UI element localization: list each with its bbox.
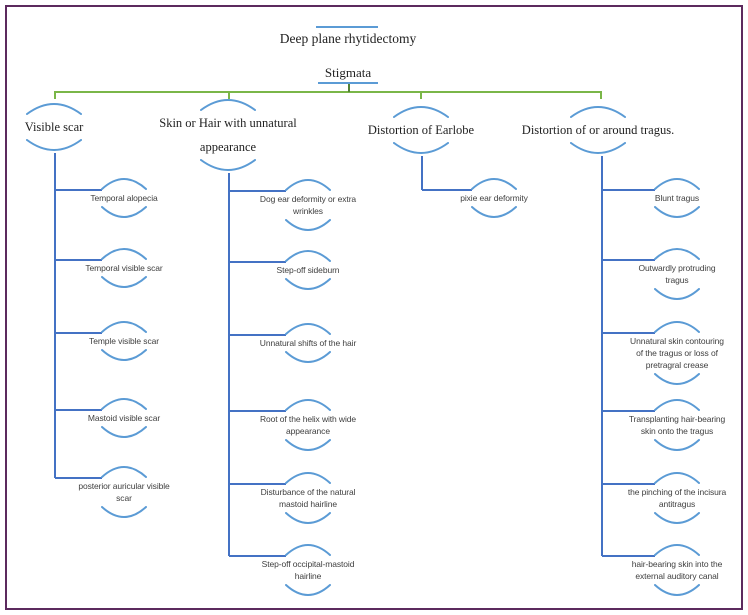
node-arc-bottom <box>101 276 147 288</box>
node-label: Mastoid visible scar <box>87 413 161 423</box>
node-label: Unnatural shifts of the hair <box>259 338 357 348</box>
tree-node: Blunt tragus <box>619 176 735 220</box>
node-label: pixie ear deformity <box>460 193 528 203</box>
tree-node: Transplanting hair-bearing skin onto the… <box>619 397 735 453</box>
node-arc-bottom <box>285 439 331 451</box>
node-arc-top <box>285 250 331 262</box>
tree-node: hair-bearing skin into the external audi… <box>619 542 735 598</box>
node-arc-bottom <box>285 512 331 524</box>
tree-node: Temple visible scar <box>66 319 182 363</box>
header-arc-bottom <box>393 142 449 154</box>
node-arc-bottom <box>285 351 331 363</box>
node-arc-top <box>285 544 331 556</box>
header-arc-top <box>393 106 449 118</box>
tree-node: Dog ear deformity or extra wrinkles <box>250 177 366 233</box>
header-arc-top <box>26 103 82 115</box>
branch-header-skin-hair: Skin or Hair with unnatural appearance <box>148 97 308 173</box>
node-arc-bottom <box>101 426 147 438</box>
node-arc-bottom <box>654 288 700 300</box>
node-arc-bottom <box>654 439 700 451</box>
node-label: Temporal visible scar <box>85 263 163 273</box>
tree-node: Step-off occipital-mastoid hairline <box>250 542 366 598</box>
node-label: Unnatural skin contouring of the tragus … <box>630 336 724 370</box>
node-arc-top <box>654 321 700 333</box>
tree-node: posterior auricular visible scar <box>66 464 182 520</box>
node-arc-top <box>101 321 147 333</box>
node-arc-bottom <box>285 219 331 231</box>
tree-node: Outwardly protruding tragus <box>619 246 735 302</box>
node-arc-top <box>654 178 700 190</box>
tree-node: Temporal visible scar <box>66 246 182 290</box>
node-label: Temple visible scar <box>89 336 159 346</box>
node-arc-top <box>654 472 700 484</box>
node-arc-bottom <box>101 506 147 518</box>
node-arc-top <box>285 323 331 335</box>
node-arc-bottom <box>285 584 331 596</box>
node-arc-top <box>654 544 700 556</box>
node-label: the pinching of the incisura antitragus <box>627 487 727 509</box>
node-arc-bottom <box>654 373 700 385</box>
tree-node: pixie ear deformity <box>436 176 552 220</box>
branch-label: Distortion of or around tragus. <box>521 123 675 137</box>
header-arc-top <box>200 99 256 111</box>
node-arc-bottom <box>654 584 700 596</box>
header-arc-top <box>570 106 626 118</box>
branch-label: Visible scar <box>24 120 84 134</box>
subtitle-underline <box>318 82 378 84</box>
subtitle-stigmata: Stigmata <box>324 65 372 80</box>
branch-label: Distortion of Earlobe <box>367 123 475 137</box>
node-arc-top <box>101 178 147 190</box>
tree-node: Unnatural skin contouring of the tragus … <box>619 319 735 387</box>
node-arc-top <box>654 399 700 411</box>
node-arc-bottom <box>101 206 147 218</box>
node-arc-bottom <box>654 206 700 218</box>
node-arc-top <box>101 466 147 478</box>
node-label: Dog ear deformity or extra wrinkles <box>259 194 357 216</box>
tree-node: Temporal alopecia <box>66 176 182 220</box>
node-arc-top <box>285 179 331 191</box>
node-label: Temporal alopecia <box>90 193 158 203</box>
tree-node: Mastoid visible scar <box>66 396 182 440</box>
node-arc-top <box>101 398 147 410</box>
header-arc-bottom <box>200 159 256 171</box>
branch-header-earlobe: Distortion of Earlobe <box>346 104 496 156</box>
node-arc-bottom <box>285 278 331 290</box>
node-arc-top <box>101 248 147 260</box>
node-label: Outwardly protruding tragus <box>638 263 716 285</box>
tree-node: the pinching of the incisura antitragus <box>619 470 735 526</box>
node-arc-top <box>285 399 331 411</box>
header-arc-bottom <box>570 142 626 154</box>
header-arc-bottom <box>26 139 82 151</box>
branch-header-visible-scar: Visible scar <box>0 101 109 153</box>
node-label: Disturbance of the natural mastoid hairl… <box>260 487 356 509</box>
node-label: hair-bearing skin into the external audi… <box>631 559 723 581</box>
node-label: Root of the helix with wide appearance <box>259 414 357 436</box>
node-arc-bottom <box>471 206 517 218</box>
node-label: Blunt tragus <box>654 193 700 203</box>
node-label: Step-off sideburn <box>276 265 340 275</box>
branch-header-tragus: Distortion of or around tragus. <box>513 104 683 156</box>
node-label: Step-off occipital-mastoid hairline <box>261 559 355 581</box>
node-arc-top <box>285 472 331 484</box>
root-title: Deep plane rhytidectomy <box>279 31 417 46</box>
tree-node: Unnatural shifts of the hair <box>250 321 366 365</box>
node-label: posterior auricular visible scar <box>78 481 170 503</box>
tree-node: Disturbance of the natural mastoid hairl… <box>250 470 366 526</box>
node-arc-bottom <box>654 512 700 524</box>
branch-label: Skin or Hair with unnatural appearance <box>159 116 297 154</box>
node-arc-bottom <box>101 349 147 361</box>
title-overline <box>316 26 378 28</box>
tree-node: Root of the helix with wide appearance <box>250 397 366 453</box>
node-arc-top <box>654 248 700 260</box>
tree-node: Step-off sideburn <box>250 248 366 292</box>
node-arc-top <box>471 178 517 190</box>
node-label: Transplanting hair-bearing skin onto the… <box>628 414 726 436</box>
